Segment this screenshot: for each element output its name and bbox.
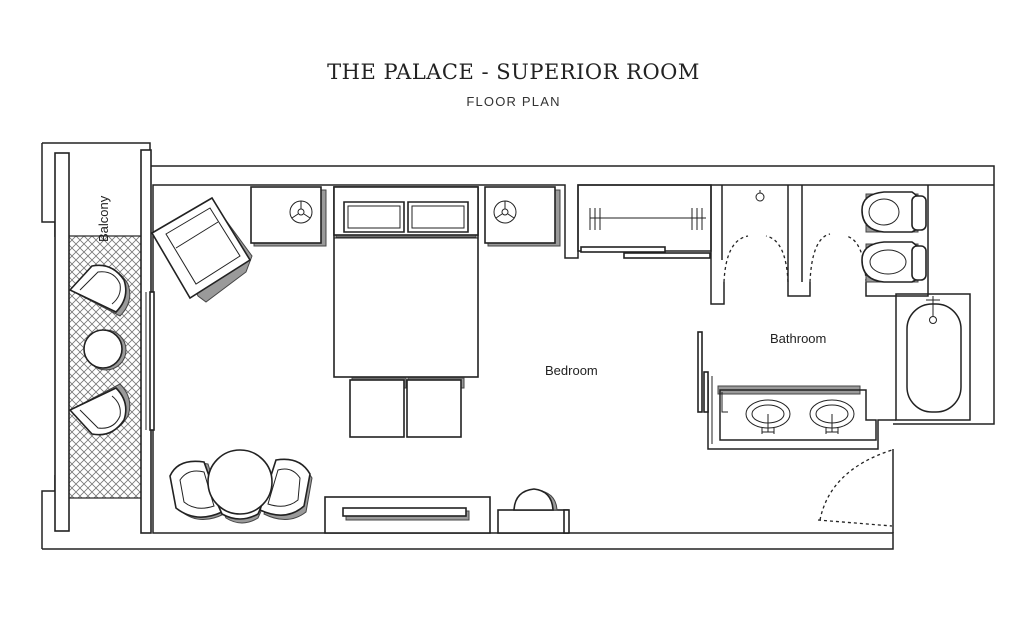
nightstand-left: [250, 186, 327, 247]
desk: [324, 496, 491, 534]
shower-cubicle: [721, 185, 867, 297]
entrance-door: [817, 449, 893, 527]
balcony-side-table: [83, 329, 127, 371]
balcony-label: Balcony: [96, 195, 111, 242]
bench-left: [349, 377, 407, 438]
bathtub: [895, 293, 971, 421]
toilet-room: [861, 185, 929, 297]
toilet: [861, 191, 927, 233]
bedroom-label: Bedroom: [545, 363, 598, 378]
page-subtitle: FLOOR PLAN: [466, 94, 561, 109]
dining-chair-right: [259, 458, 313, 520]
bench-right: [406, 377, 465, 438]
armchair: [150, 196, 253, 303]
bathroom-label: Bathroom: [770, 331, 826, 346]
wardrobe: [577, 184, 725, 305]
bidet: [861, 241, 927, 283]
bed: [333, 186, 479, 378]
page-title: THE PALACE - SUPERIOR ROOM: [327, 60, 700, 84]
balcony-chair-bottom: [68, 383, 131, 436]
balcony-chair-top: [68, 264, 131, 317]
desk-chair: [497, 488, 570, 534]
vanity: [697, 331, 896, 450]
nightstand-right: [484, 186, 561, 247]
dining-table: [207, 449, 273, 515]
